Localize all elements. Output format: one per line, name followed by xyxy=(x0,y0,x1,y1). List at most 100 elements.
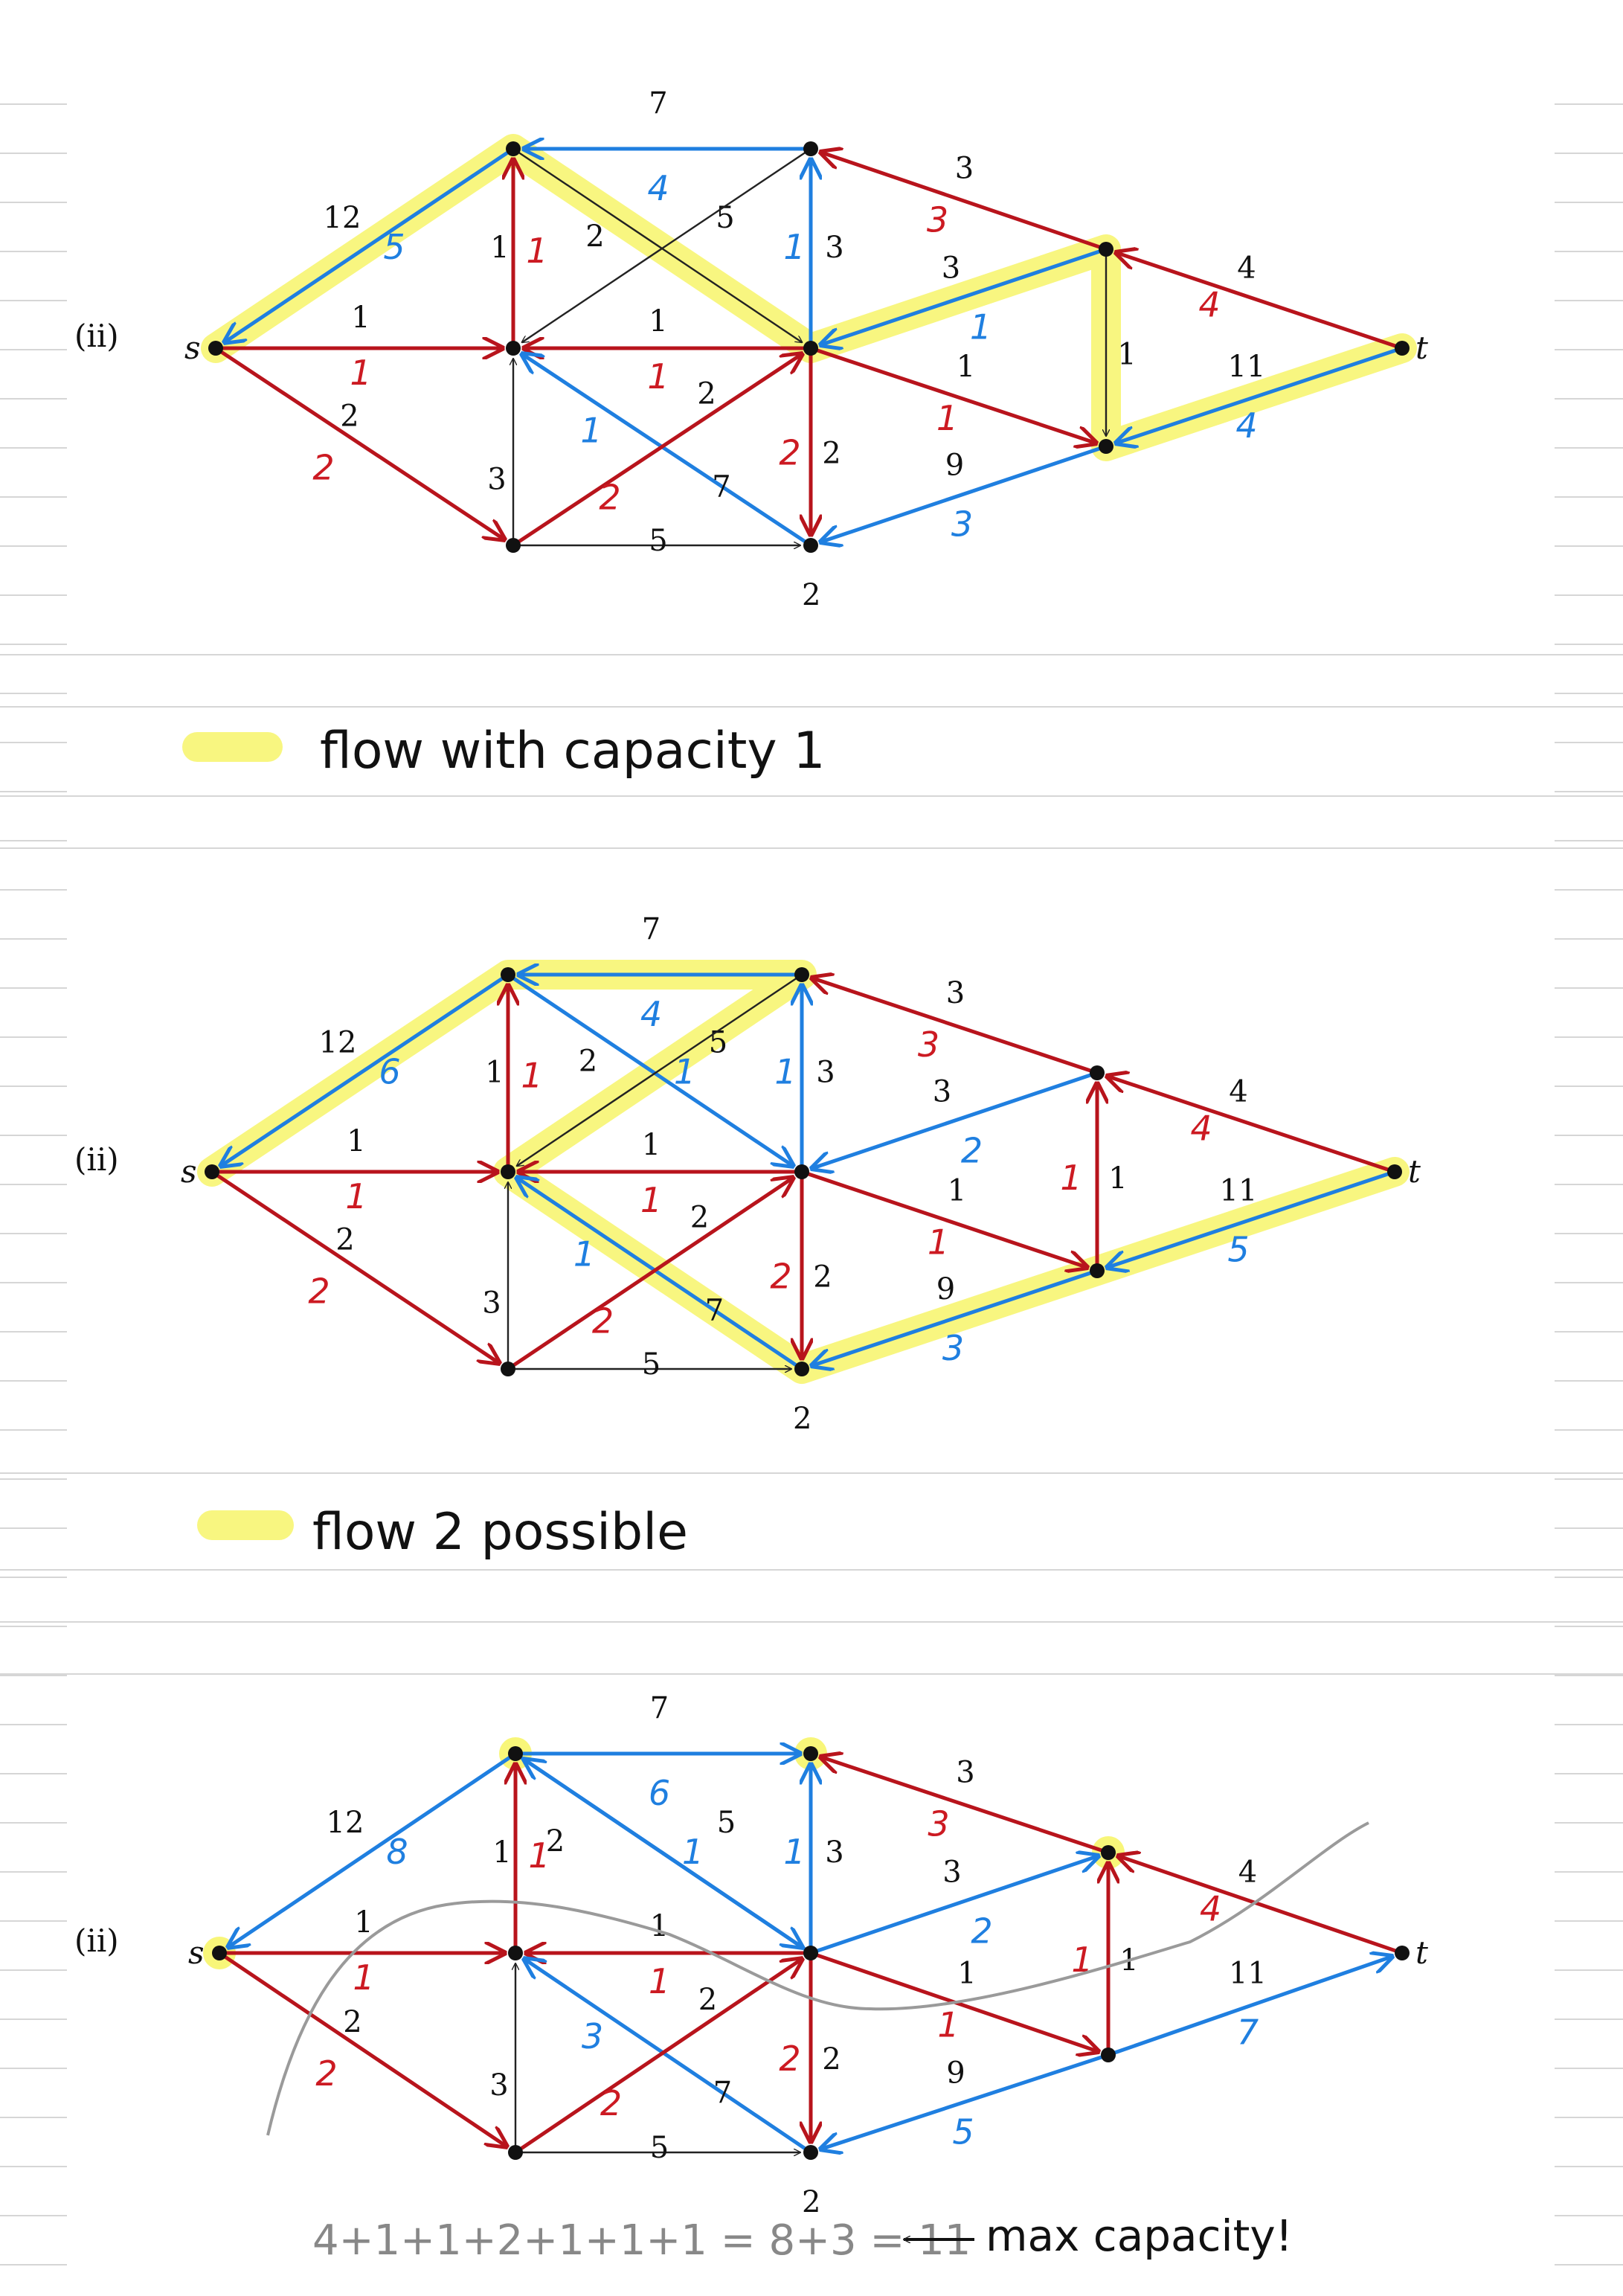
edge-capacity-label: 1 xyxy=(650,1909,669,1943)
edge-capacity-label: 12 xyxy=(324,201,361,235)
node-f xyxy=(501,1362,515,1376)
edge-capacity-label: 2 xyxy=(335,1223,354,1257)
edge-flow-label: 1 xyxy=(783,1832,805,1872)
node-b xyxy=(794,967,809,982)
edge-capacity-label: 3 xyxy=(956,1756,974,1790)
edge-capacity-label: 1 xyxy=(957,350,975,384)
edge-flow-label: 1 xyxy=(1060,1158,1082,1198)
node-t xyxy=(1387,1164,1402,1179)
edge-flow-label: 1 xyxy=(528,1835,550,1876)
edge-h-g xyxy=(820,2054,1105,2149)
node-h xyxy=(794,1362,809,1376)
max-capacity-note: max capacity! xyxy=(986,2210,1293,2261)
node-t xyxy=(1395,1946,1410,1960)
edge-f-d xyxy=(518,1959,802,2152)
edge-capacity-label: 12 xyxy=(327,1806,364,1840)
edge-flow-label: 2 xyxy=(600,2083,622,2123)
node-s xyxy=(205,1164,219,1179)
edge-capacity-label: 3 xyxy=(933,1075,951,1109)
edge-flow-label: 2 xyxy=(770,1257,791,1297)
node-h xyxy=(803,538,818,553)
edge-flow-label: 2 xyxy=(315,2053,337,2094)
edge-capacity-label: 2 xyxy=(822,437,841,471)
node-d xyxy=(794,1164,809,1179)
edge-capacity-label: 2 xyxy=(698,1983,717,2017)
edge-flow-label: 2 xyxy=(312,448,334,488)
edge-e-b xyxy=(812,978,1094,1074)
node-e xyxy=(1090,1065,1105,1080)
edge-flow-label: 1 xyxy=(937,2005,959,2045)
edge-t-g xyxy=(1107,1171,1392,1268)
edge-d-g xyxy=(814,347,1096,443)
node-h xyxy=(803,2145,818,2160)
node-s xyxy=(212,1946,227,1960)
edge-flow-label: 2 xyxy=(779,433,800,473)
edge-capacity-label: 3 xyxy=(825,1835,843,1870)
edge-d-e xyxy=(814,1856,1099,1954)
edge-flow-label: 2 xyxy=(592,1301,614,1341)
edge-flow-label: 4 xyxy=(640,994,662,1034)
min-cut-curve xyxy=(266,1821,1369,2136)
sink-label: t xyxy=(1415,1934,1428,1971)
edge-g-h xyxy=(820,446,1103,542)
edge-e-d xyxy=(820,248,1103,345)
edge-flow-label: 1 xyxy=(649,1961,670,2001)
edge-flow-label: 7 xyxy=(1237,2013,1259,2053)
edge-capacity-label: 5 xyxy=(650,2131,669,2165)
edge-h-c xyxy=(522,354,809,545)
edge-capacity-label: 2 xyxy=(690,1201,709,1235)
edge-capacity-label: 7 xyxy=(705,1294,724,1328)
edge-capacity-label: 1 xyxy=(1108,1161,1127,1196)
edge-a-d xyxy=(516,150,802,342)
edge-flow-label: 1 xyxy=(350,353,371,393)
edge-capacity-label: 3 xyxy=(942,251,960,286)
edge-capacity-label: 2 xyxy=(585,219,604,254)
edge-f-d xyxy=(515,354,802,545)
bottom-node-label: 2 xyxy=(802,578,820,612)
source-label: s xyxy=(188,1934,205,1971)
edge-capacity-label: 1 xyxy=(642,1128,661,1162)
node-g xyxy=(1090,1263,1105,1278)
node-f xyxy=(508,2145,523,2160)
node-a xyxy=(506,141,521,156)
node-b xyxy=(803,1746,818,1761)
edge-flow-label: 3 xyxy=(918,1024,939,1065)
node-c xyxy=(506,341,521,356)
edge-capacity-label: 1 xyxy=(485,1056,504,1090)
edge-flow-label: 1 xyxy=(647,356,669,397)
edge-capacity-label: 3 xyxy=(955,152,974,186)
edge-capacity-label: 3 xyxy=(942,1856,961,1890)
edge-capacity-label: 3 xyxy=(946,976,965,1010)
edge-flow-label: 2 xyxy=(599,478,620,518)
node-f xyxy=(506,538,521,553)
edge-flow-label: 3 xyxy=(951,504,973,545)
edge-b-c xyxy=(517,976,799,1166)
edge-t-g xyxy=(1116,347,1399,443)
node-a xyxy=(501,967,515,982)
edge-capacity-label: 4 xyxy=(1237,251,1256,286)
capacity-sum: 4+1+1+2+1+1+1 = 8+3 = 11 xyxy=(312,2216,971,2265)
edge-capacity-label: 4 xyxy=(1229,1075,1247,1109)
edge-flow-label: 2 xyxy=(308,1272,330,1312)
edge-flow-label: 6 xyxy=(379,1052,400,1092)
edge-s-f xyxy=(222,1954,507,2146)
edge-capacity-label: 1 xyxy=(354,1905,373,1940)
edge-capacity-label: 11 xyxy=(1220,1174,1258,1208)
edge-a-s xyxy=(225,150,511,342)
edge-flow-label: 5 xyxy=(952,2112,974,2152)
edge-t-e xyxy=(1107,1076,1392,1173)
bottom-node-label: 2 xyxy=(802,2185,820,2219)
edge-flow-label: 1 xyxy=(345,1176,367,1216)
edge-capacity-label: 7 xyxy=(649,86,667,121)
edge-flow-label: 4 xyxy=(1200,1889,1221,1929)
edge-flow-label: 1 xyxy=(353,1957,374,1998)
edge-flow-label: 2 xyxy=(779,2039,800,2079)
edge-capacity-label: 9 xyxy=(945,449,964,483)
edge-t-g xyxy=(1111,1957,1392,2056)
edge-flow-label: 1 xyxy=(783,227,805,267)
edge-t-e xyxy=(1118,1856,1399,1954)
